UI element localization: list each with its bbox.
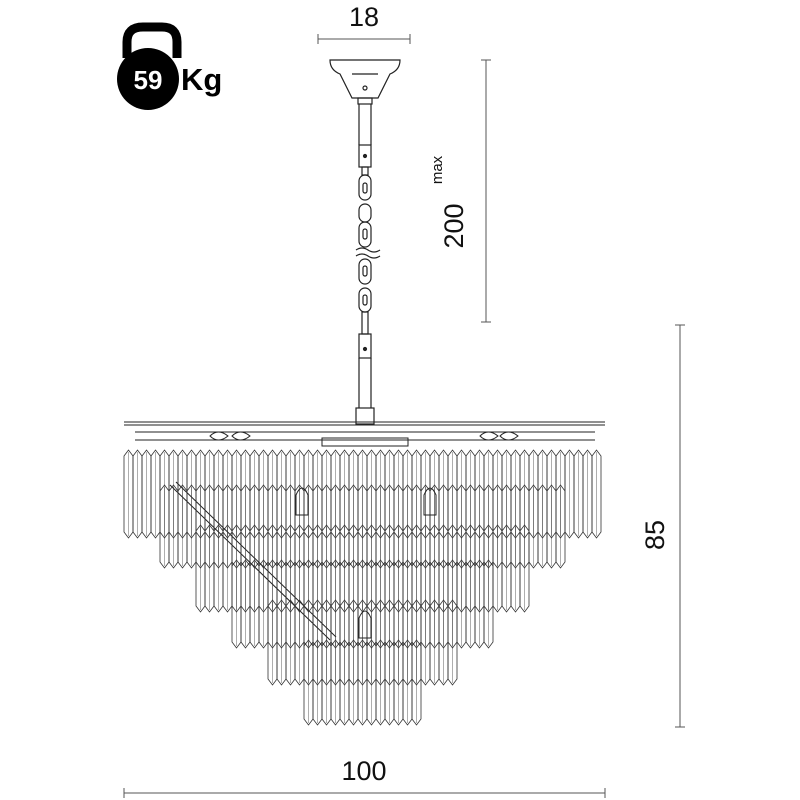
crystal-tiers (123, 449, 602, 726)
height-dimension: 85 (640, 324, 685, 728)
kettlebell-icon: 59 (117, 22, 182, 110)
suspension-chain (355, 104, 381, 425)
crystal-tier (303, 639, 422, 726)
max-drop-label: 200 (439, 203, 469, 248)
ceiling-canopy (329, 59, 401, 105)
candle-lights (295, 487, 437, 639)
canopy-width-dimension: 18 (317, 2, 411, 44)
width-dimension: 100 (123, 756, 606, 798)
weight-value: 59 (134, 65, 163, 95)
max-drop-dimension: 200 max (429, 59, 491, 323)
canopy-width-label: 18 (349, 2, 379, 32)
weight-unit: Kg (181, 62, 222, 97)
height-label: 85 (640, 520, 670, 550)
max-drop-suffix: max (429, 155, 446, 184)
weight-badge: 59 Kg (117, 22, 222, 110)
width-label: 100 (341, 756, 386, 786)
